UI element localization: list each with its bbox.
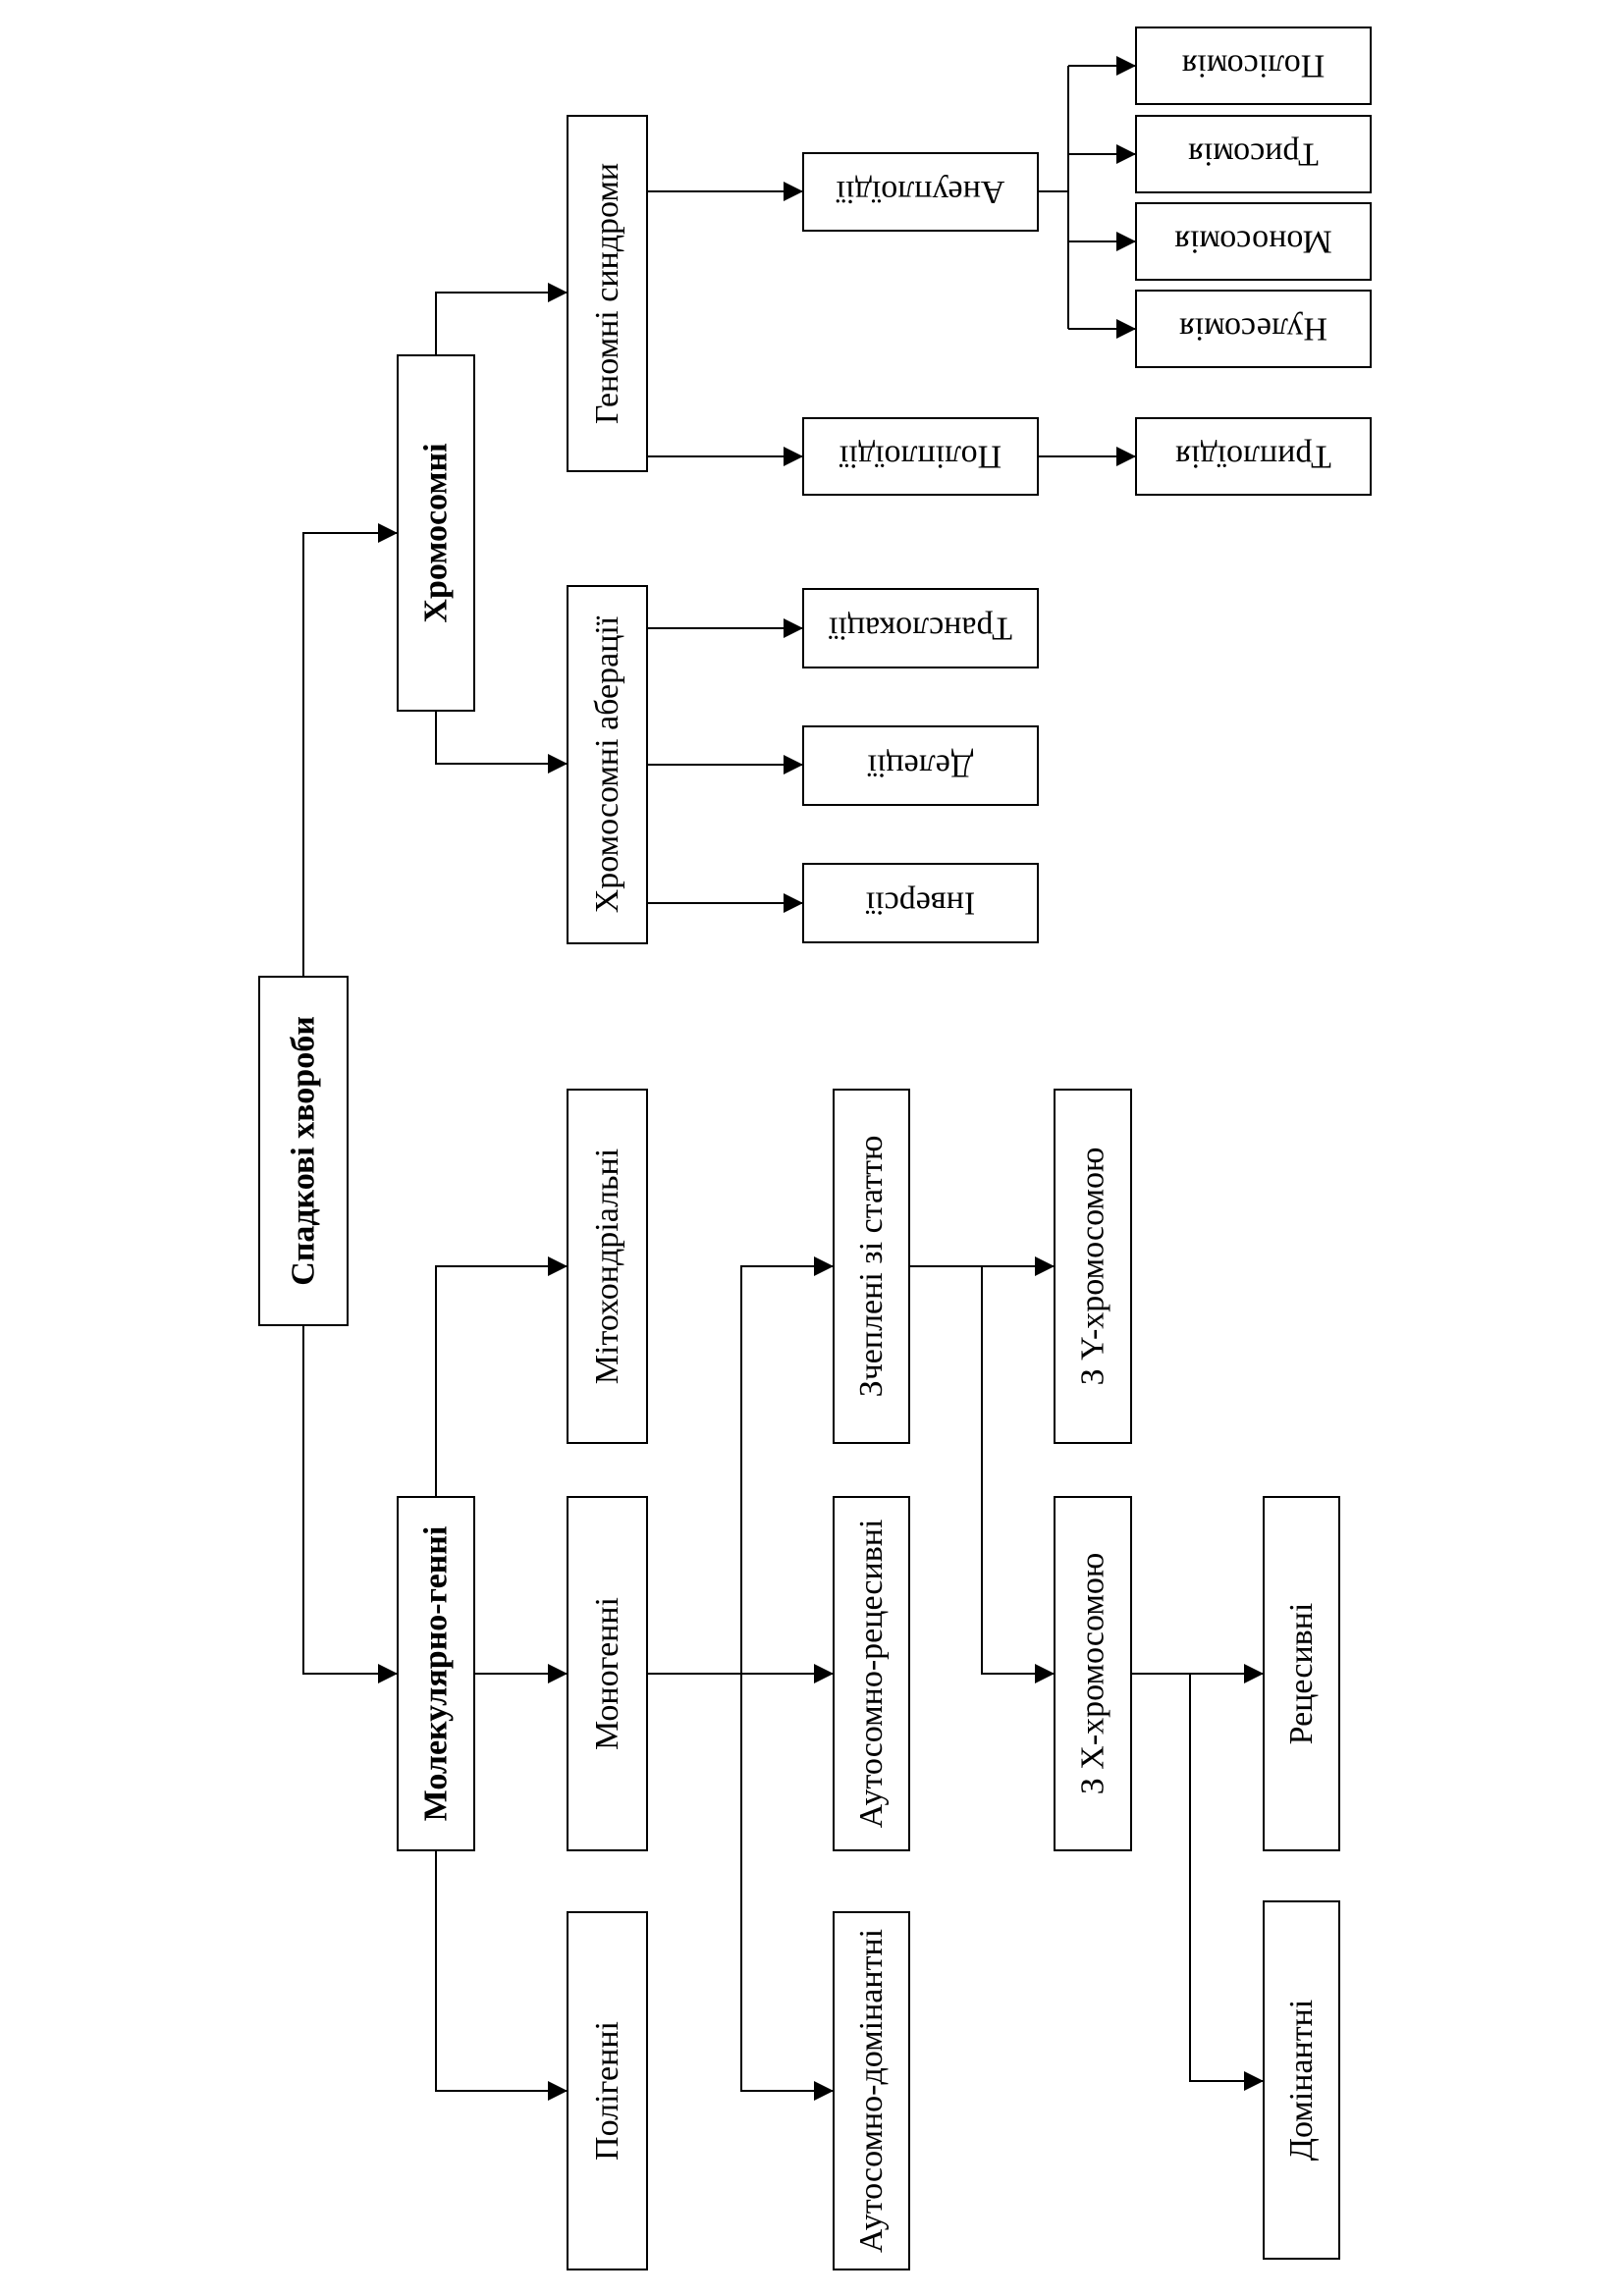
node-aut-dom: Аутосомно-домінантні — [833, 1911, 910, 2270]
node-inversions-label: Інверсії — [865, 885, 975, 922]
node-recessive-label: Рецесивні — [1283, 1603, 1320, 1745]
node-deletions-label: Делеції — [867, 748, 973, 784]
connector-root-molecular — [302, 1325, 398, 1683]
connector-x-linked-dominant — [1189, 1674, 1264, 2091]
node-aneuploidy-label: Анеуплоїдії — [836, 174, 1004, 210]
node-monogenic-label: Моногенні — [589, 1597, 625, 1750]
node-genomic-label: Геномні синдроми — [589, 163, 625, 424]
node-triploidy: Триплоїдія — [1135, 417, 1372, 496]
connector-chromosomal-aberrations — [435, 711, 568, 774]
node-translocations-label: Транслокації — [828, 611, 1012, 647]
node-x-linked-label: З X-хромосомою — [1075, 1553, 1111, 1794]
nodes: Спадкові хвороби Молекулярно-генні Хромо… — [258, 27, 1372, 2270]
node-dominant: Домінантні — [1263, 1900, 1340, 2260]
node-y-linked-label: З Y-хромосомою — [1075, 1148, 1111, 1386]
node-monogenic: Моногенні — [567, 1496, 648, 1851]
node-translocations: Транслокації — [802, 588, 1039, 668]
connector-monogenic-sex-linked — [740, 1256, 834, 1674]
node-aut-dom-label: Аутосомно-домінантні — [853, 1929, 890, 2253]
node-aberrations: Хромосомні аберації — [567, 585, 648, 944]
node-recessive: Рецесивні — [1263, 1496, 1340, 1851]
node-aut-rec-label: Аутосомно-рецесивні — [853, 1520, 890, 1829]
node-x-linked: З X-хромосомою — [1054, 1496, 1132, 1851]
node-polyploidy: Поліплоїдії — [802, 417, 1039, 496]
node-sex-linked: Зчеплені зі статтю — [833, 1089, 910, 1444]
node-chromosomal: Хромосомні — [397, 354, 475, 712]
connector-chromosomal-genomic — [435, 283, 568, 355]
connector-molecular-mitochondrial — [435, 1256, 568, 1497]
node-aneuploidy: Анеуплоїдії — [802, 152, 1039, 232]
node-polygenic-label: Полігенні — [589, 2021, 625, 2161]
node-polysomy: Полісомія — [1135, 27, 1372, 105]
node-nullisomy: Нулесомія — [1135, 290, 1372, 368]
node-genomic: Геномні синдроми — [567, 115, 648, 472]
connectors — [302, 56, 1264, 2101]
node-molecular-label: Молекулярно-генні — [418, 1526, 455, 1822]
node-polyploidy-label: Поліплоїдії — [839, 439, 1001, 475]
node-chromosomal-label: Хромосомні — [418, 443, 455, 622]
node-molecular: Молекулярно-генні — [397, 1496, 475, 1851]
node-nullisomy-label: Нулесомія — [1179, 311, 1327, 347]
node-mitochondrial: Мітохондріальні — [567, 1089, 648, 1444]
node-trisomy-label: Трисомія — [1188, 136, 1319, 173]
connector-monogenic-aut-dom — [740, 1674, 834, 2101]
node-triploidy-label: Триплоїдія — [1175, 439, 1331, 475]
node-y-linked: З Y-хромосомою — [1054, 1089, 1132, 1444]
node-polygenic: Полігенні — [567, 1911, 648, 2270]
node-dominant-label: Домінантні — [1283, 2000, 1320, 2162]
node-polysomy-label: Полісомія — [1181, 48, 1325, 84]
node-root: Спадкові хвороби — [258, 976, 349, 1326]
node-aberrations-label: Хромосомні аберації — [589, 615, 625, 913]
connector-root-chromosomal — [302, 523, 398, 977]
node-monosomy: Моносомія — [1135, 202, 1372, 281]
node-deletions: Делеції — [802, 725, 1039, 806]
node-sex-linked-label: Зчеплені зі статтю — [853, 1136, 890, 1398]
connector-molecular-polygenic — [435, 1850, 568, 2101]
node-aut-rec: Аутосомно-рецесивні — [833, 1496, 910, 1851]
connector-sex-linked-x — [981, 1266, 1055, 1683]
node-trisomy: Трисомія — [1135, 115, 1372, 193]
node-inversions: Інверсії — [802, 863, 1039, 943]
node-root-label: Спадкові хвороби — [286, 1016, 322, 1286]
node-monosomy-label: Моносомія — [1174, 224, 1332, 260]
node-mitochondrial-label: Мітохондріальні — [589, 1148, 625, 1384]
